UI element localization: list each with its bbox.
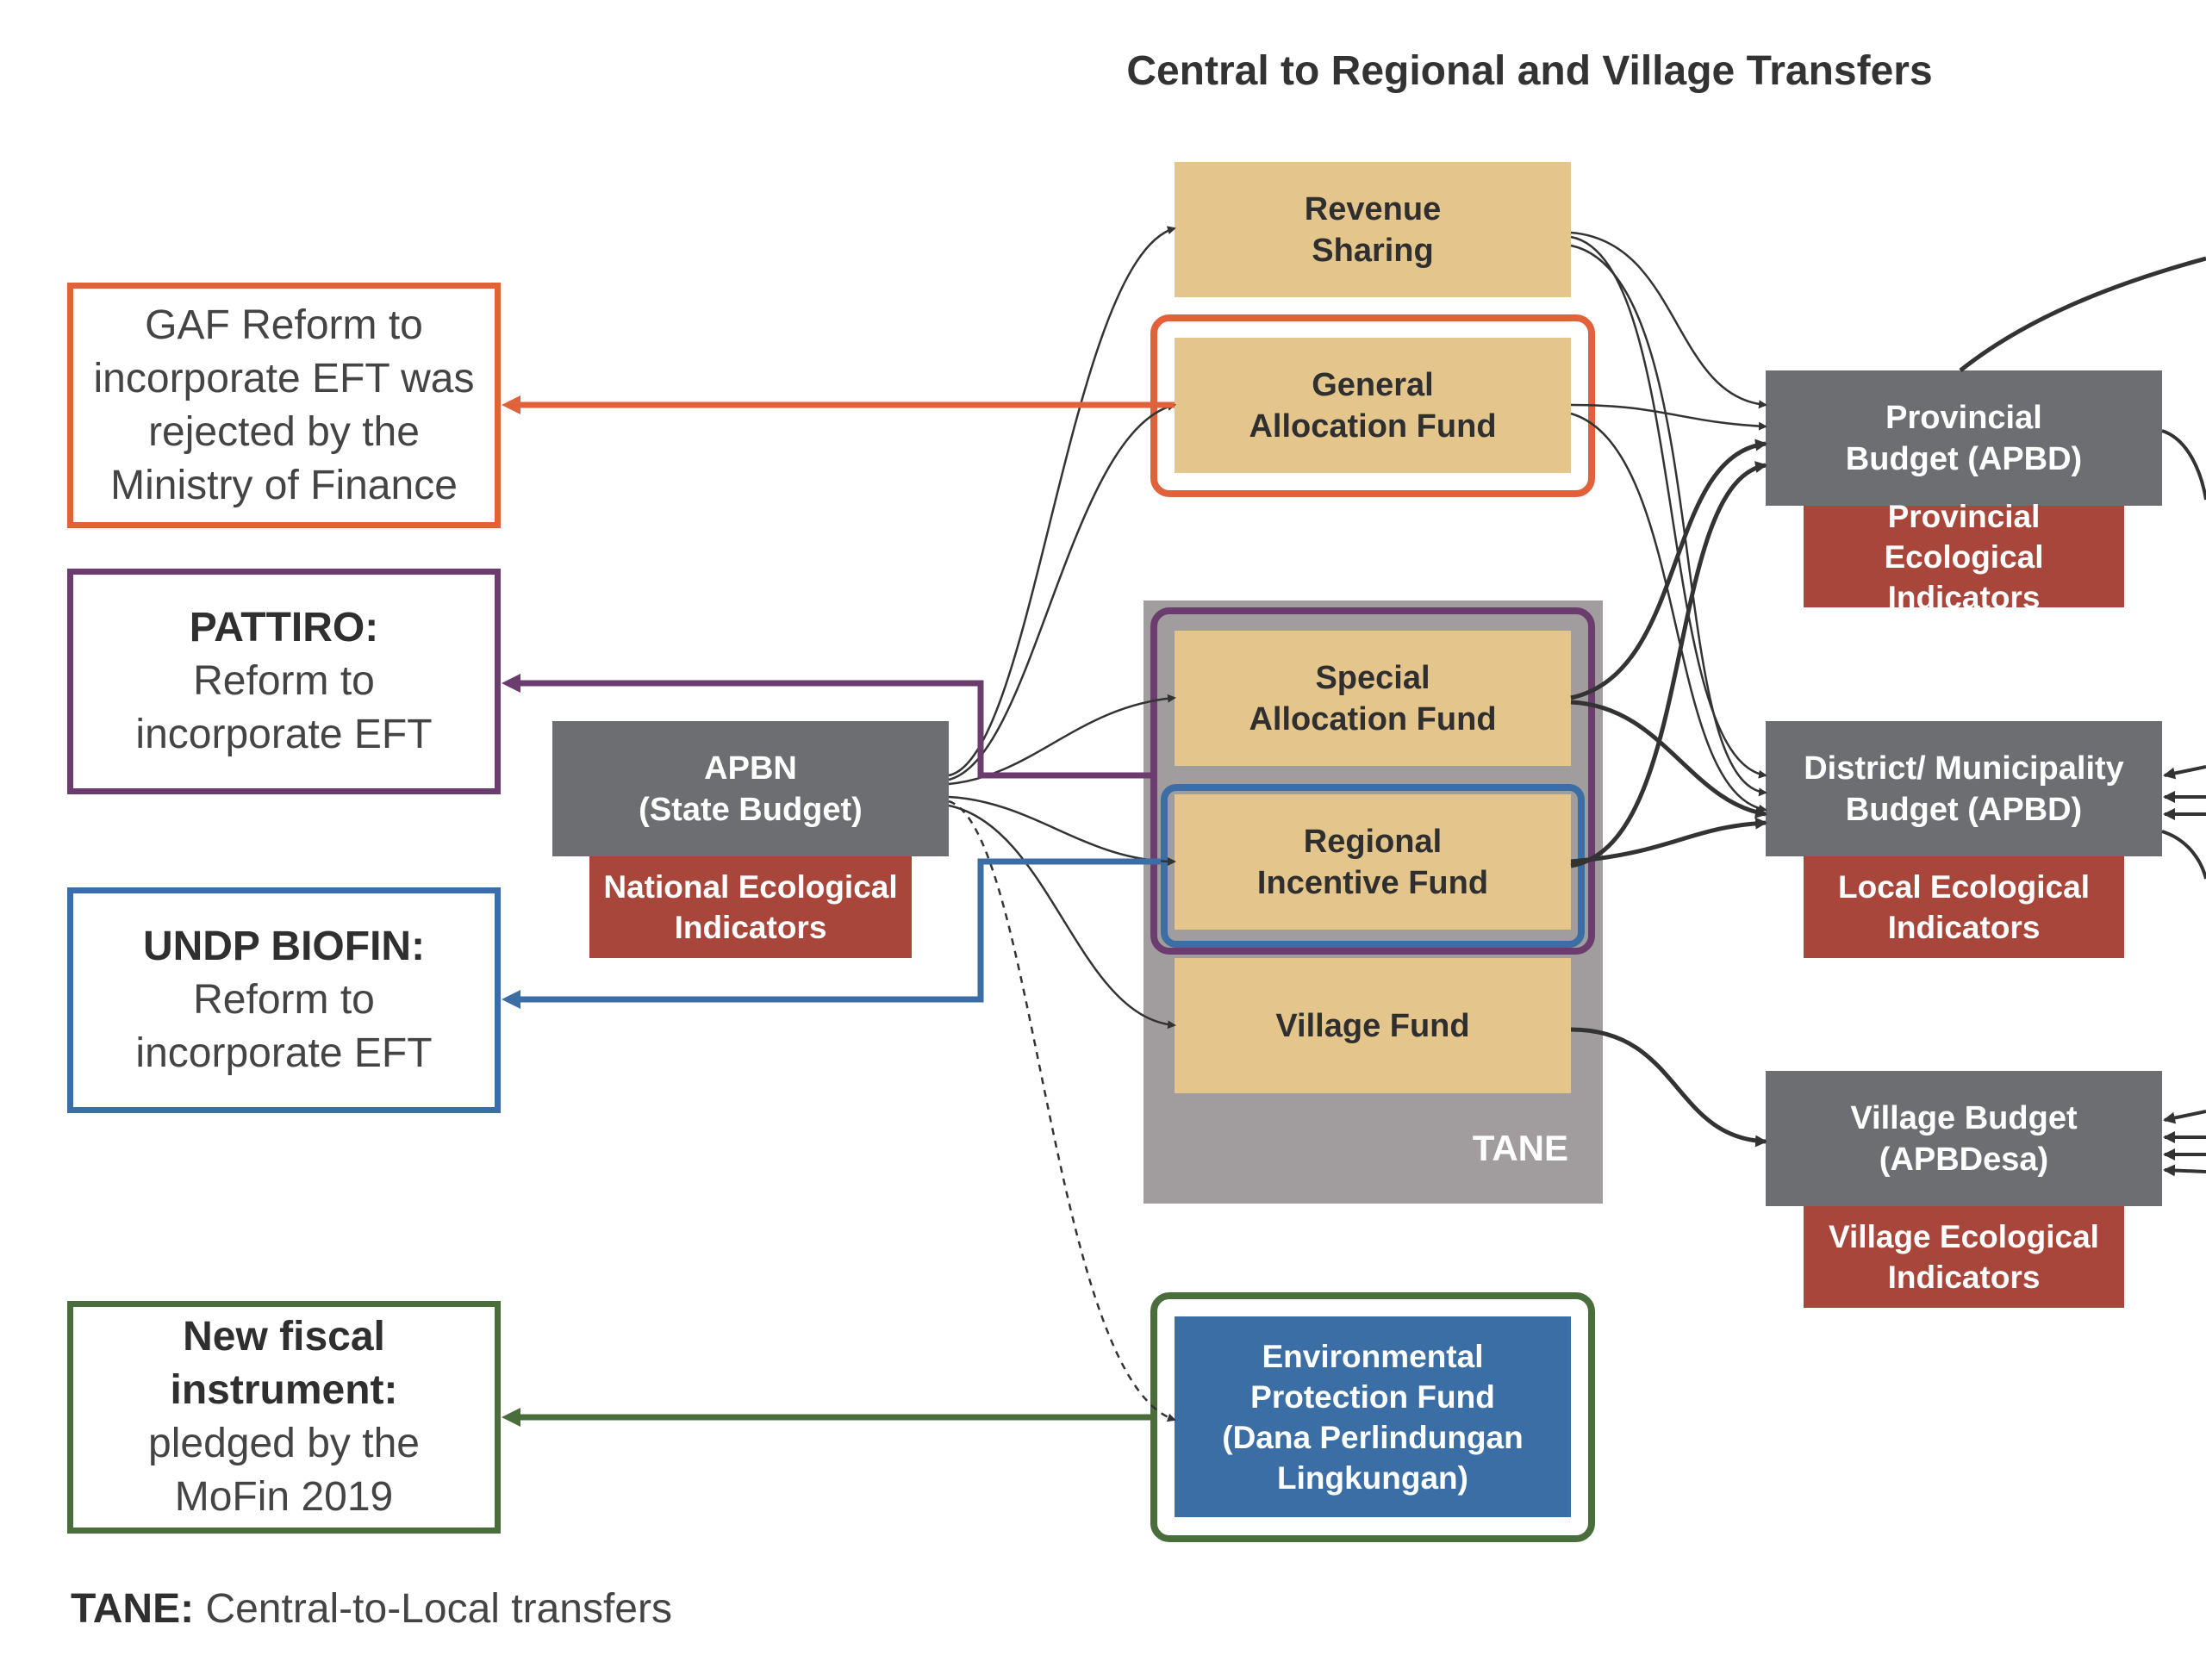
arrow-apbn-to-environmental-fund [948, 800, 1176, 1422]
biofin-highlight [1161, 784, 1585, 948]
village-fund-box: Village Fund [1175, 958, 1571, 1093]
fiscal-instrument-heading: New fiscal instrument: [170, 1314, 398, 1413]
environmental-protection-fund-label: Environmental Protection Fund (Dana Perl… [1222, 1338, 1524, 1496]
arrow-apbn-to-village-fund [948, 804, 1176, 1030]
legend: TANE: Central-to-Local transfers [71, 1585, 672, 1633]
undp-biofin-heading: UNDP BIOFIN: [142, 924, 426, 969]
curve-provincial-top-right [1959, 256, 2206, 372]
village-fund-label: Village Fund [1275, 1007, 1470, 1044]
arrow-village-fund-to-village-budget [1570, 1027, 1767, 1148]
village-budget-box: Village Budget (APBDesa) [1766, 1071, 2162, 1206]
fiscal-instrument-text: pledged by the MoFin 2019 [148, 1421, 420, 1520]
undp-biofin-note: UNDP BIOFIN: Reform to incorporate EFT [67, 887, 501, 1113]
arrow-pattiro-to-note [502, 674, 1150, 779]
legend-definition: Central-to-Local transfers [205, 1586, 672, 1632]
legend-term: TANE: [71, 1586, 195, 1632]
apbn-box: APBN (State Budget) [552, 721, 949, 856]
regional-incentive-fund-box: Regional Incentive Fund [1175, 794, 1571, 930]
apbn-label: APBN (State Budget) [639, 750, 863, 828]
provincial-indicators-label: Provincial Ecological Indicators [1884, 498, 2044, 615]
stub-district-in-1 [2163, 765, 2206, 780]
arrow-biofin-to-note [502, 858, 1161, 1009]
arrow-revenue-to-district [1570, 235, 1767, 779]
arrow-special-to-district [1570, 700, 1767, 818]
district-budget-label: District/ Municipality Budget (APBD) [1804, 750, 2124, 828]
arrow-revenue-to-provincial [1570, 231, 1767, 409]
curve-provincial-right [2161, 429, 2206, 501]
tane-label: TANE [1472, 1128, 1568, 1168]
arrow-apbn-to-regional-incentive [948, 795, 1176, 866]
gaf-reform-text: GAF Reform to incorporate EFT was reject… [93, 302, 475, 508]
revenue-sharing-box: Revenue Sharing [1175, 162, 1571, 297]
pattiro-heading: PATTIRO: [189, 605, 379, 650]
special-allocation-fund-box: Special Allocation Fund [1175, 631, 1571, 766]
undp-biofin-text: Reform to incorporate EFT [135, 977, 433, 1076]
diagram-title: Central to Regional and Village Transfer… [1126, 48, 1933, 94]
village-indicators-label: Village Ecological Indicators [1829, 1219, 2099, 1295]
local-indicators-box: Local Ecological Indicators [1804, 856, 2124, 958]
arrow-regional-to-district [1570, 817, 1767, 864]
provincial-budget-label: Provincial Budget (APBD) [1845, 399, 2083, 477]
general-allocation-fund-label: General Allocation Fund [1249, 366, 1497, 445]
fiscal-instrument-note: New fiscal instrument: pledged by the Mo… [67, 1301, 501, 1534]
revenue-sharing-label: Revenue Sharing [1304, 190, 1442, 269]
arrow-general-to-district [1570, 412, 1767, 813]
local-indicators-label: Local Ecological Indicators [1838, 869, 2090, 945]
national-indicators-box: National Ecological Indicators [589, 856, 912, 958]
pattiro-note: PATTIRO: Reform to incorporate EFT [67, 569, 501, 794]
village-indicators-box: Village Ecological Indicators [1804, 1206, 2124, 1308]
stub-village-in-1 [2163, 1110, 2206, 1124]
national-indicators-label: National Ecological Indicators [603, 869, 898, 945]
stub-village-in-4 [2163, 1164, 2206, 1177]
arrow-revenue-to-district-2 [1570, 244, 1767, 797]
provincial-budget-box: Provincial Budget (APBD) [1766, 370, 2162, 506]
village-budget-label: Village Budget (APBDesa) [1850, 1099, 2078, 1178]
curve-district-right [2161, 830, 2206, 880]
special-allocation-fund-label: Special Allocation Fund [1249, 659, 1497, 737]
pattiro-highlight [1150, 607, 1595, 955]
arrow-general-to-provincial [1570, 403, 1767, 431]
pattiro-text: Reform to incorporate EFT [135, 658, 433, 757]
regional-incentive-fund-label: Regional Incentive Fund [1256, 823, 1489, 901]
district-budget-box: District/ Municipality Budget (APBD) [1766, 721, 2162, 856]
provincial-indicators-box: Provincial Ecological Indicators [1804, 499, 2124, 615]
fiscal-instrument-highlight [1150, 1292, 1595, 1542]
arrow-special-to-provincial [1570, 439, 1767, 700]
general-allocation-fund-box: General Allocation Fund [1175, 338, 1571, 473]
environmental-protection-fund-box: Environmental Protection Fund (Dana Perl… [1175, 1316, 1571, 1517]
arrow-regional-to-provincial [1570, 461, 1767, 868]
gaf-reform-note: GAF Reform to incorporate EFT was reject… [67, 283, 501, 528]
